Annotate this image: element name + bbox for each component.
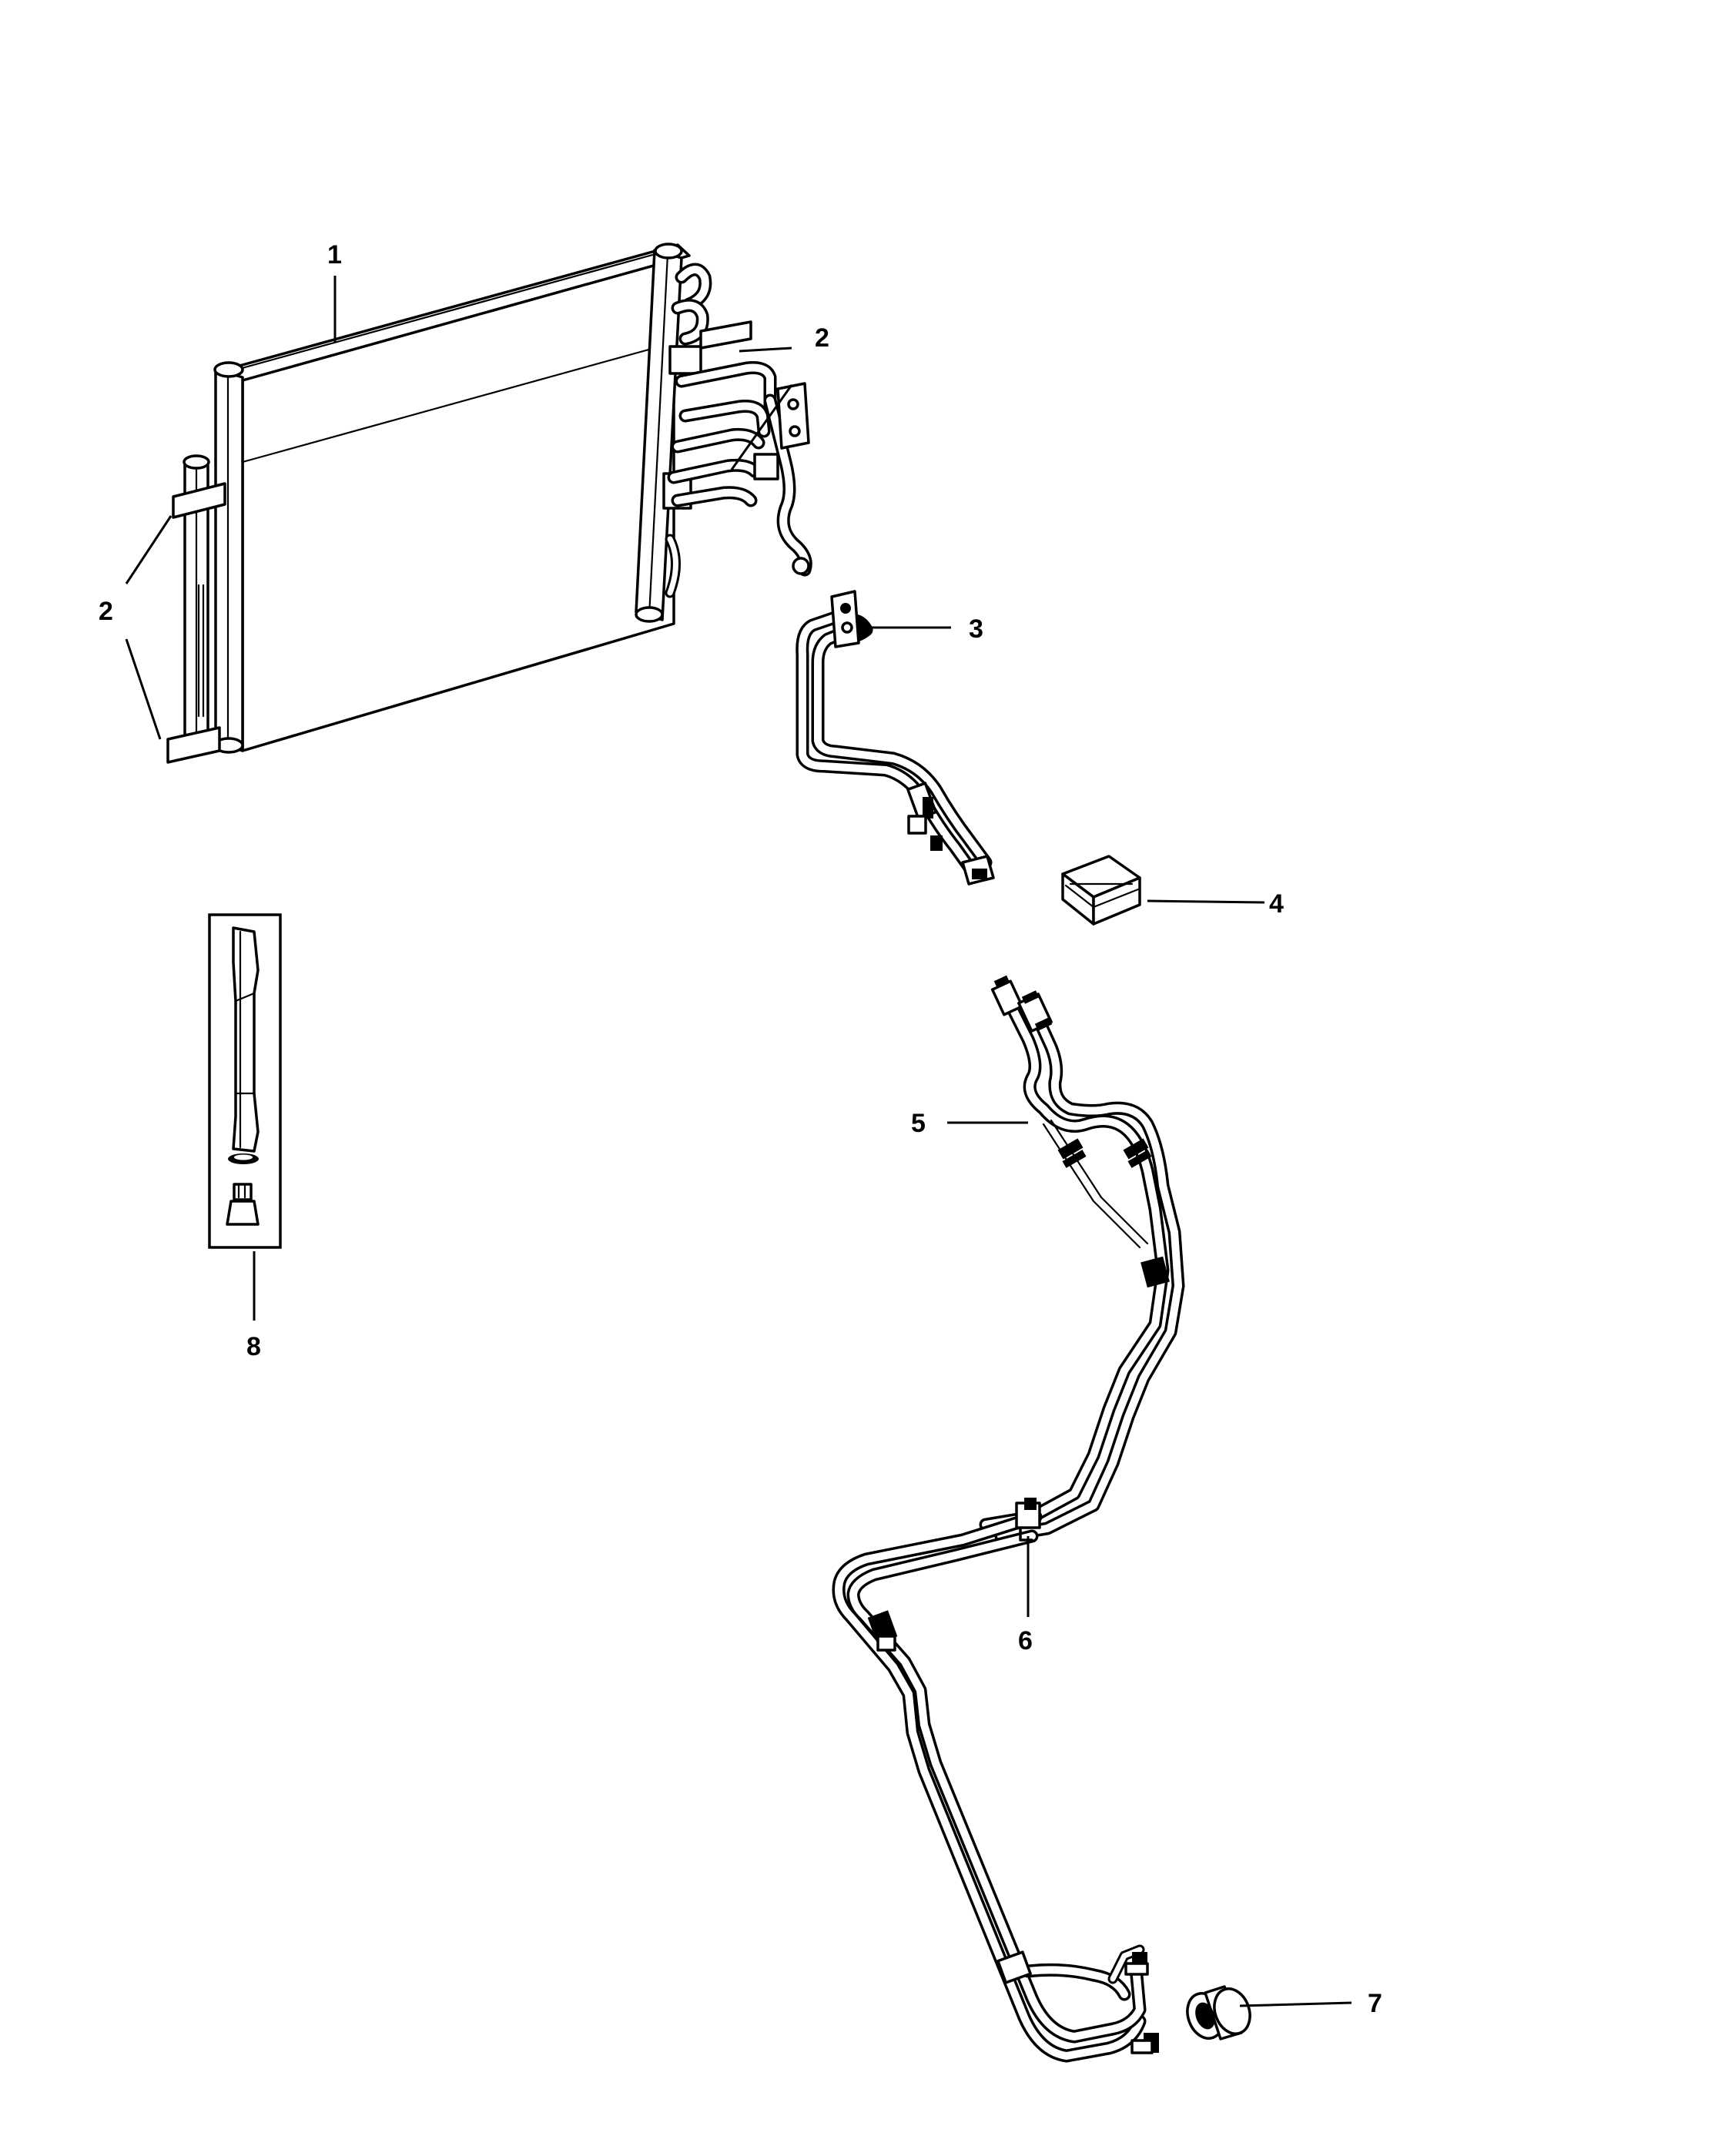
leader-lines xyxy=(125,276,1352,2007)
service-cap-part xyxy=(1186,1985,1251,2040)
callout-labels: 1 2 2 3 4 5 6 7 8 xyxy=(99,240,1382,2018)
callout-2-right: 2 xyxy=(815,323,829,353)
callout-7: 7 xyxy=(1368,1989,1382,2018)
callout-6: 6 xyxy=(1018,1626,1033,1656)
line-clip-6 xyxy=(1015,1498,1041,1542)
callout-5: 5 xyxy=(911,1109,926,1138)
line-fitting-top-left xyxy=(990,975,1024,1016)
callout-8: 8 xyxy=(246,1332,261,1361)
callout-2-left: 2 xyxy=(99,597,113,626)
callout-4: 4 xyxy=(1269,889,1284,919)
condenser-assembly xyxy=(166,243,812,764)
suction-line-assembly xyxy=(832,975,1185,2063)
seal-kit-inset xyxy=(208,913,282,1249)
liquid-line-assembly xyxy=(796,590,995,886)
expansion-block-part xyxy=(1061,855,1141,926)
line-fitting-top-right xyxy=(1017,990,1053,1033)
callout-3: 3 xyxy=(969,614,983,644)
callout-1: 1 xyxy=(327,240,342,270)
